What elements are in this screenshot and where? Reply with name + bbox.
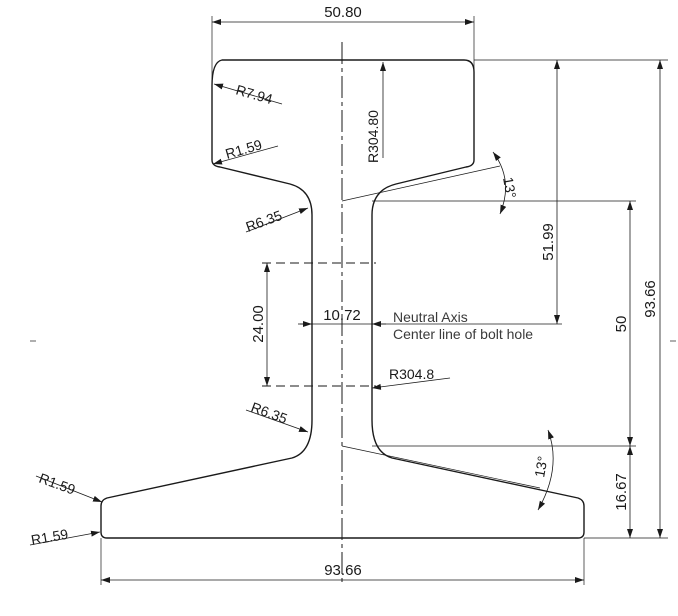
radius-web-side: R304.8 xyxy=(389,366,434,382)
radius-web-bottom: R6.35 xyxy=(249,399,290,427)
angle-head-slope: 13° xyxy=(500,176,519,200)
note-neutral-axis: Neutral Axis xyxy=(393,309,468,325)
arc-base-slope xyxy=(537,429,554,511)
dim-bolt-spacing: 24.00 xyxy=(250,305,267,343)
dim-base-height: 16.67 xyxy=(613,473,630,511)
leader-web-top xyxy=(245,207,309,233)
leader-head-bottom xyxy=(212,145,279,165)
arc-head-slope xyxy=(492,151,507,215)
radius-base-bottom-edge: R1.59 xyxy=(30,526,70,548)
radius-base-top-edge: R1.59 xyxy=(37,470,78,498)
leader-head-corner xyxy=(213,83,283,105)
radius-head-corner: R7.94 xyxy=(234,82,275,108)
leader-base-top-edge xyxy=(35,475,103,503)
leader-base-bottom-edge xyxy=(29,530,101,546)
dim-base-width: 93.66 xyxy=(324,562,362,579)
dim-head-to-neutral: 51.99 xyxy=(540,223,557,261)
leader-web-side xyxy=(371,377,451,390)
angle-base-slope: 13° xyxy=(531,455,550,479)
leader-web-bottom xyxy=(245,409,309,433)
dim-web-height: 50 xyxy=(613,316,630,333)
note-bolt-center: Center line of bolt hole xyxy=(393,326,533,342)
dim-web-thickness: 10.72 xyxy=(323,307,361,324)
radius-head-crown: R304.80 xyxy=(365,110,381,163)
dim-head-width: 50.80 xyxy=(324,4,362,21)
dim-total-height: 93.66 xyxy=(642,280,659,318)
radius-web-top: R6.35 xyxy=(244,207,285,235)
radius-head-bottom: R1.59 xyxy=(223,136,264,162)
head-slope-ref-line xyxy=(341,165,501,202)
base-slope-ref-line xyxy=(341,445,541,489)
rail-outline xyxy=(100,59,585,539)
